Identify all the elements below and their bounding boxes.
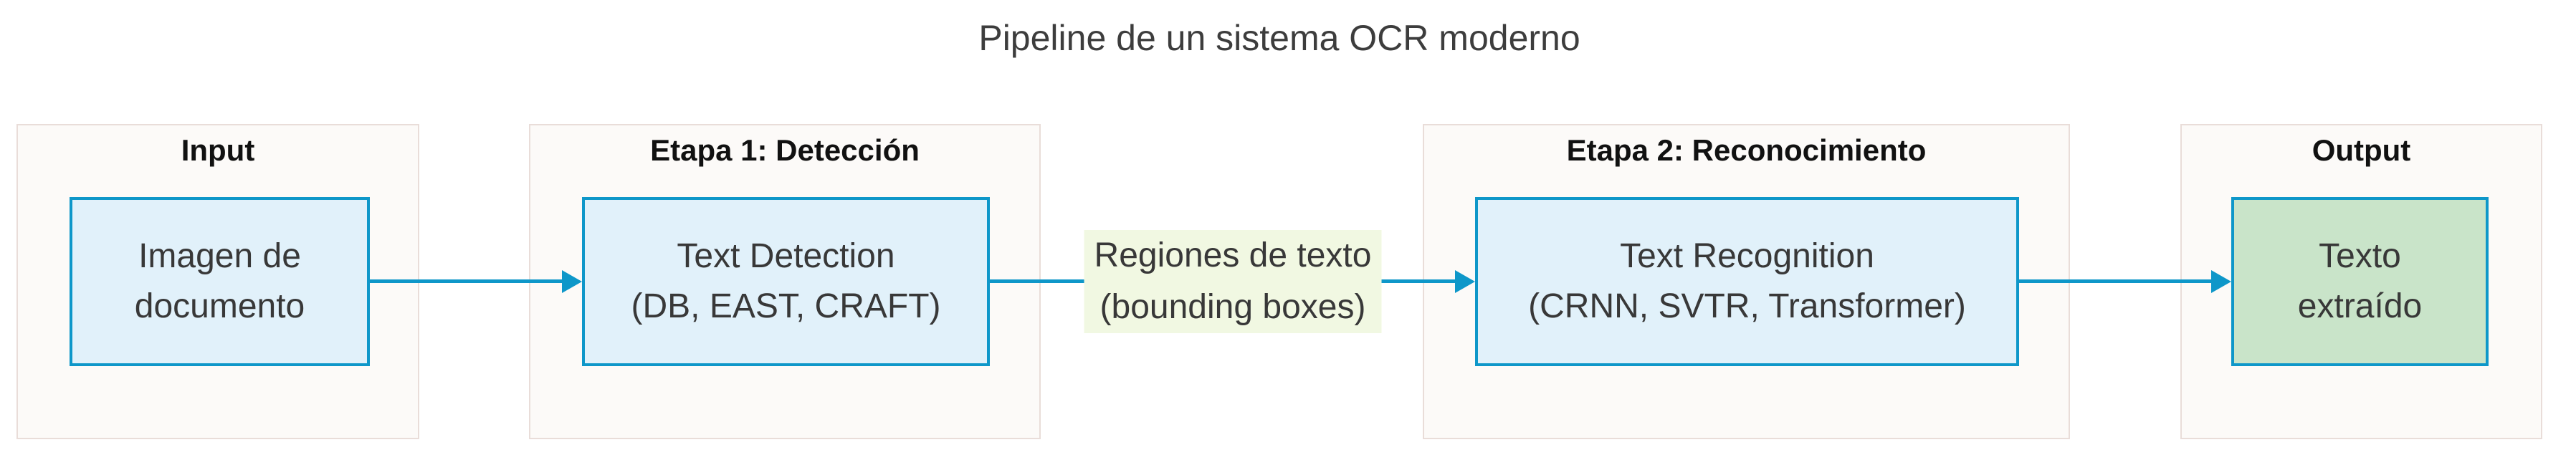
cluster-title: Etapa 1: Detección [650, 133, 920, 167]
node-text-recognition: Text Recognition (CRNN, SVTR, Transforme… [1475, 197, 2019, 366]
node-label-line: documento [134, 287, 305, 325]
cluster-output: Output Texto extraído [2180, 124, 2542, 439]
node-label-line: Imagen de [138, 237, 301, 275]
arrowhead-icon [1455, 270, 1475, 293]
cluster-input: Input Imagen de documento [16, 124, 419, 439]
cluster-etapa2-reconocimiento: Etapa 2: Reconocimiento Text Recognition… [1423, 124, 2070, 439]
node-imagen-de-documento: Imagen de documento [70, 197, 370, 366]
cluster-title: Input [181, 133, 255, 167]
node-label-line: extraído [2297, 287, 2423, 325]
cluster-title: Etapa 2: Reconocimiento [1566, 133, 1927, 167]
edge-recognition-to-output [2019, 279, 2213, 283]
node-label-line: Text Detection [677, 237, 895, 275]
node-text-detection: Text Detection (DB, EAST, CRAFT) [582, 197, 990, 366]
cluster-etapa1-deteccion: Etapa 1: Detección Text Detection (DB, E… [529, 124, 1041, 439]
node-label-line: (CRNN, SVTR, Transformer) [1528, 287, 1966, 325]
node-label-line: Text Recognition [1620, 237, 1874, 275]
edge-label-line: Regiones de texto [1094, 236, 1372, 274]
diagram-title: Pipeline de un sistema OCR moderno [978, 18, 1580, 58]
arrowhead-icon [2211, 270, 2231, 293]
node-texto-extraido: Texto extraído [2231, 197, 2489, 366]
arrowhead-icon [562, 270, 582, 293]
node-label-line: Texto [2319, 237, 2401, 275]
cluster-title: Output [2312, 133, 2411, 167]
edge-label-regiones-de-texto: Regiones de texto (bounding boxes) [1084, 230, 1382, 333]
edge-input-to-detection [370, 279, 563, 283]
edge-label-line: (bounding boxes) [1099, 288, 1366, 326]
node-label-line: (DB, EAST, CRAFT) [631, 287, 941, 325]
